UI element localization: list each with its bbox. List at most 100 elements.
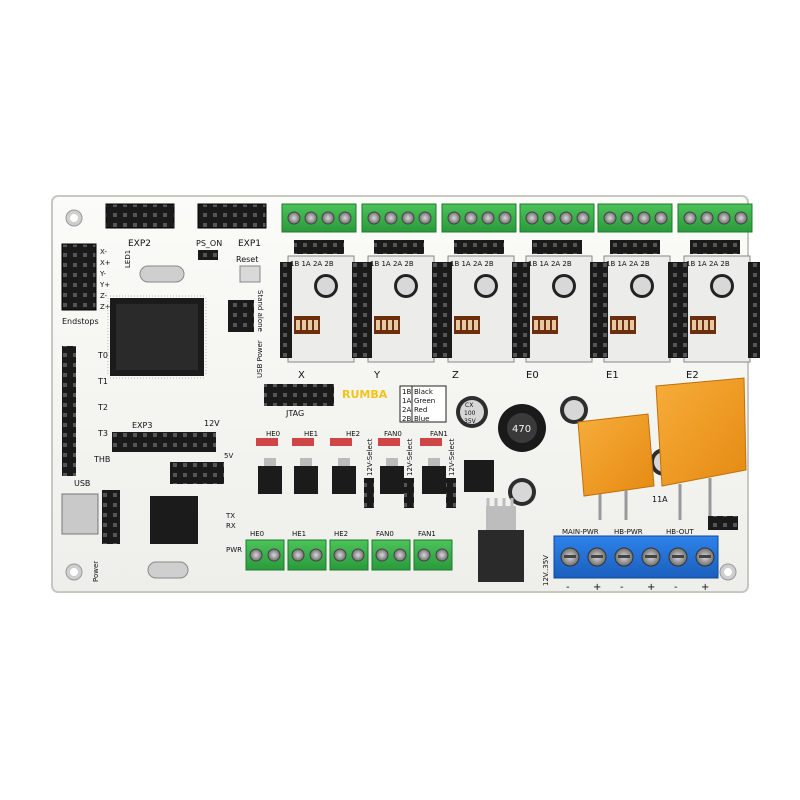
svg-text:HE0: HE0 — [250, 530, 264, 538]
driver-2: 1B 1A 2A 2B — [360, 203, 444, 363]
terminal-signs: -+-+-+ — [566, 582, 709, 593]
svg-text:T1: T1 — [97, 377, 108, 386]
terminal-sign: + — [593, 582, 601, 593]
svg-text:HE2: HE2 — [346, 430, 360, 438]
svg-text:FAN0: FAN0 — [376, 530, 394, 538]
rx-label: RX — [226, 522, 236, 530]
axis-labels: X Y Z E0 E1 E2 — [298, 370, 699, 381]
driver-3: 1B 1A 2A 2B — [440, 203, 524, 363]
svg-text:X-: X- — [100, 248, 107, 256]
aux-header — [170, 462, 224, 484]
endstops-label: Endstops — [62, 317, 99, 326]
output-he1: HE1 — [287, 530, 327, 571]
svg-text:1B: 1B — [402, 388, 411, 396]
svg-text:Green: Green — [414, 397, 435, 405]
svg-text:1B 1A 2A 2B: 1B 1A 2A 2B — [606, 260, 650, 268]
svg-text:X+: X+ — [100, 259, 111, 267]
exp2-label: EXP2 — [128, 239, 151, 249]
exp2-header — [105, 203, 175, 229]
driver-6: 1B 1A 2A 2B — [676, 203, 760, 363]
12v-label: 12V — [204, 419, 220, 428]
exp3-label: EXP3 — [132, 421, 152, 430]
exp3-header — [112, 432, 216, 452]
svg-text:THB: THB — [93, 455, 110, 464]
svg-text:1B 1A 2A 2B: 1B 1A 2A 2B — [450, 260, 494, 268]
svg-text:FAN1: FAN1 — [430, 430, 448, 438]
svg-text:Z-: Z- — [100, 292, 108, 300]
usb-power-label: USB Power — [256, 340, 264, 378]
thermistor-header — [62, 346, 76, 476]
mosfet-fan1: FAN1 — [420, 430, 448, 494]
terminal-sign: + — [647, 582, 655, 593]
svg-text:Y-: Y- — [99, 270, 106, 278]
svg-text:Red: Red — [414, 406, 427, 414]
svg-text:470: 470 — [512, 424, 531, 435]
power-label: Power — [92, 561, 100, 582]
usb-header — [102, 490, 120, 544]
pwr-label: PWR — [226, 546, 242, 554]
jtag-label: JTAG — [285, 409, 304, 418]
terminal-sign: - — [620, 582, 624, 593]
svg-text:HB-PWR: HB-PWR — [614, 528, 643, 536]
svg-text:2B: 2B — [402, 415, 411, 423]
ps-on-header — [198, 250, 218, 260]
svg-text:Z+: Z+ — [100, 303, 111, 311]
usb-mcu — [150, 496, 198, 544]
terminal-sign: + — [701, 582, 709, 593]
jumper-block — [228, 300, 254, 332]
ps-on-label: PS_ON — [196, 239, 222, 248]
svg-text:FAN1: FAN1 — [418, 530, 436, 538]
svg-text:X: X — [298, 370, 305, 381]
svg-text:MAIN-PWR: MAIN-PWR — [562, 528, 599, 536]
svg-text:E2: E2 — [686, 370, 699, 381]
svg-text:1B 1A 2A 2B: 1B 1A 2A 2B — [686, 260, 730, 268]
voltage-regulator — [478, 498, 524, 582]
mosfet-he1: HE1 — [292, 430, 318, 494]
terminal-sign: - — [566, 582, 570, 593]
reset-button — [239, 265, 261, 283]
crystal-top — [139, 265, 185, 283]
crystal-bottom — [147, 561, 189, 579]
svg-text:100: 100 — [464, 410, 476, 417]
mounting-holes — [65, 209, 737, 581]
svg-text:2A: 2A — [402, 406, 411, 414]
svg-text:HB-OUT: HB-OUT — [666, 528, 694, 536]
svg-text:12V-Select: 12V-Select — [448, 438, 456, 476]
exp1-header — [197, 203, 267, 229]
mosfet-he2: HE2 — [330, 430, 360, 494]
svg-text:12V..35V: 12V..35V — [542, 555, 550, 586]
led1-label: LED1 — [124, 250, 132, 268]
svg-text:CX: CX — [465, 402, 473, 409]
stepper-drivers: 1B 1A 2A 2B 1B 1A 2A 2B 1B 1A 2A 2B 1B 1A 2… — [280, 203, 760, 363]
svg-text:12V-Select: 12V-Select — [366, 438, 374, 476]
side-jumper — [708, 516, 738, 530]
svg-text:T0: T0 — [97, 351, 108, 360]
svg-text:1A: 1A — [402, 397, 411, 405]
endstop-header — [61, 243, 97, 311]
driver-4: 1B 1A 2A 2B — [518, 203, 602, 363]
output-he2: HE2 — [329, 530, 369, 571]
power-terminal: MAIN-PWR HB-PWR HB-OUT 12V..35V — [542, 528, 719, 586]
svg-text:1B 1A 2A 2B: 1B 1A 2A 2B — [528, 260, 572, 268]
main-mcu — [107, 295, 207, 379]
rumba-logo: RUMBA — [342, 388, 388, 401]
mosfet-fan0: FAN0 — [378, 430, 404, 494]
svg-text:T3: T3 — [97, 429, 108, 438]
svg-text:E1: E1 — [606, 370, 619, 381]
thermistor-labels: T0 T1 T2 T3 THB — [93, 351, 110, 464]
12v-select-jumpers: 12V-Select 12V-Select 12V-Select — [364, 438, 456, 508]
stand-alone-label: Stand alone — [256, 290, 264, 332]
endstop-pin-labels: X- X+ Y- Y+ Z- Z+ — [99, 248, 111, 311]
svg-text:1B 1A 2A 2B: 1B 1A 2A 2B — [370, 260, 414, 268]
output-he0: HE0 — [245, 530, 285, 571]
svg-text:HE2: HE2 — [334, 530, 348, 538]
driver-5: 1B 1A 2A 2B — [596, 203, 680, 363]
svg-text:Y: Y — [373, 370, 381, 381]
tx-label: TX — [225, 512, 235, 520]
svg-text:Z: Z — [452, 370, 459, 381]
svg-text:T2: T2 — [97, 403, 108, 412]
usb-port — [61, 493, 99, 535]
exp1-label: EXP1 — [238, 239, 261, 249]
svg-text:35V: 35V — [464, 418, 477, 425]
